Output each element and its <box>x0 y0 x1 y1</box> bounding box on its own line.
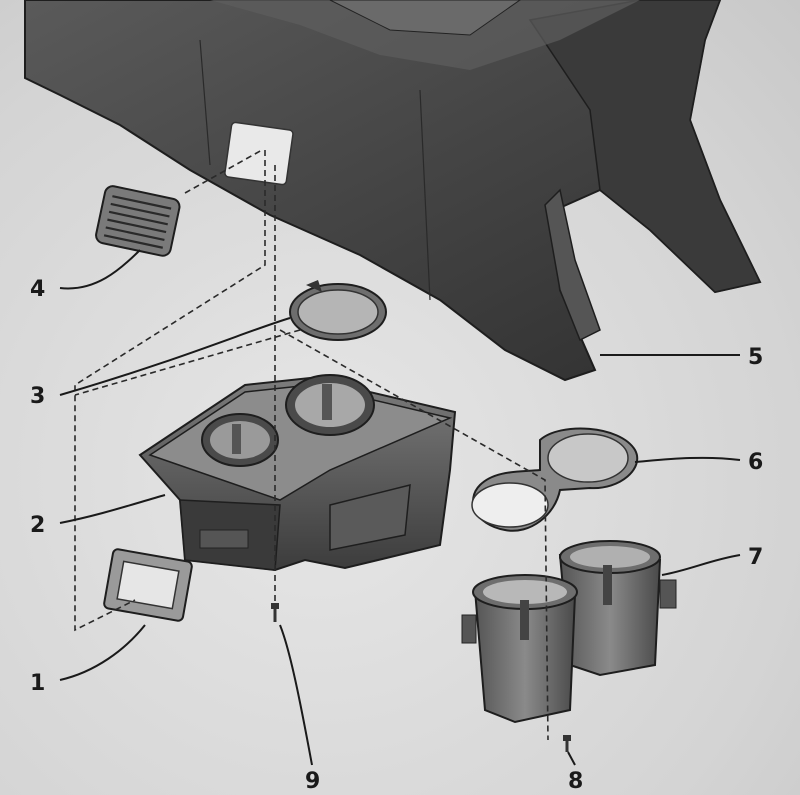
callout-label-1: 1 <box>30 671 45 696</box>
callout-label-5: 5 <box>748 345 763 370</box>
cup-insert-part <box>461 540 677 724</box>
round-seal-part <box>289 280 387 341</box>
callout-label-6: 6 <box>748 450 763 475</box>
air-grille-part <box>95 185 181 257</box>
cup-holder-cover-part <box>471 427 639 532</box>
callout-label-9: 9 <box>305 769 320 794</box>
screw-part-8 <box>563 735 571 752</box>
console-body-part <box>24 0 762 382</box>
leader-lines <box>59 249 741 766</box>
screw-part-9 <box>271 603 279 622</box>
callout-label-7: 7 <box>748 545 763 570</box>
callout-label-3: 3 <box>30 384 45 409</box>
callout-label-4: 4 <box>30 277 45 302</box>
callout-label-2: 2 <box>30 513 45 538</box>
callout-label-8: 8 <box>568 769 583 794</box>
assembly-lines <box>74 149 549 741</box>
cup-holder-housing-part <box>138 374 457 572</box>
trim-frame-part <box>103 548 193 622</box>
